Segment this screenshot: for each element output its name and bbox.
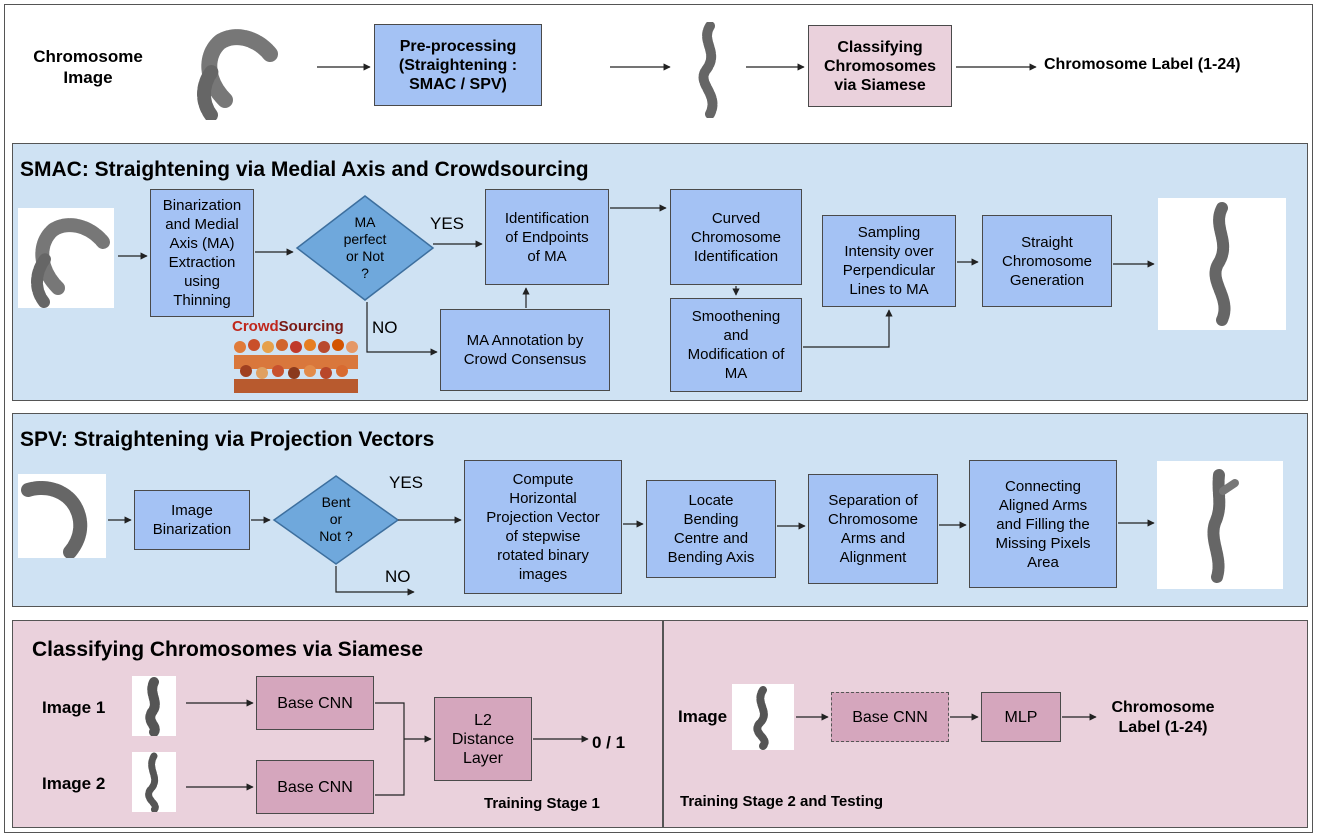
siamese-stage2-label: Training Stage 2 and Testing xyxy=(680,793,884,810)
siamese-image xyxy=(732,684,794,750)
smac-title: SMAC: Straightening via Medial Axis and … xyxy=(20,158,589,181)
spv-no-label: NO xyxy=(385,567,411,586)
smac-no-label: NO xyxy=(372,318,398,337)
smac-straight-box: Straight Chromosome Generation xyxy=(982,215,1112,307)
siamese-mlp-box: MLP xyxy=(981,692,1061,742)
smac-endpoints-box: Identification of Endpoints of MA xyxy=(485,189,609,285)
siamese-image-label: Image xyxy=(678,707,728,726)
spv-projection-box: Compute Horizontal Projection Vector of … xyxy=(464,460,622,594)
spv-input-image xyxy=(18,474,106,559)
siamese-image2-label: Image 2 xyxy=(42,774,106,793)
arrow-spv-no xyxy=(335,566,415,596)
spv-yes-label: YES xyxy=(389,473,424,492)
siamese-stage1-label: Training Stage 1 xyxy=(484,795,600,812)
siamese-divider xyxy=(662,620,664,828)
output-label: Chromosome Label (1-24) xyxy=(1044,56,1241,73)
spv-locate-box: Locate Bending Centre and Bending Axis xyxy=(646,480,776,578)
smac-yes-label: YES xyxy=(430,214,465,233)
smac-curved-box: Curved Chromosome Identification xyxy=(670,189,802,285)
siamese-output-label: 0 / 1 xyxy=(592,733,626,752)
siamese-base-cnn-1: Base CNN xyxy=(256,676,374,730)
siamese-image1 xyxy=(132,676,176,737)
siamese-base-cnn-3: Base CNN xyxy=(831,692,949,742)
input-label: Chromosome Image xyxy=(33,47,143,87)
siamese-chromosome-label: Chromosome Label (1-24) xyxy=(1111,699,1215,736)
smac-decision-diamond xyxy=(295,195,435,301)
chromosome-bent-image xyxy=(197,29,278,120)
arrow-smac-5 xyxy=(803,309,893,348)
smac-binarization-box: Binarization and Medial Axis (MA) Extrac… xyxy=(150,189,254,317)
arrow-smac-no xyxy=(366,302,438,356)
smac-output-image xyxy=(1158,198,1286,330)
siamese-l2-box: L2 Distance Layer xyxy=(434,697,532,781)
spv-decision-diamond xyxy=(272,475,400,565)
spv-output-image xyxy=(1157,461,1283,589)
spv-binarization-box: Image Binarization xyxy=(134,490,250,550)
crowd-logo-a: Crowd xyxy=(232,318,279,335)
preprocessing-box: Pre-processing (Straightening : SMAC / S… xyxy=(374,24,542,106)
spv-connecting-box: Connecting Aligned Arms and Filling the … xyxy=(969,460,1117,588)
smac-sampling-box: Sampling Intensity over Perpendicular Li… xyxy=(822,215,956,307)
spv-separation-box: Separation of Chromosome Arms and Alignm… xyxy=(808,474,938,584)
smac-decision-text: MA perfect or Not ? xyxy=(343,214,387,281)
siamese-title: Classifying Chromosomes via Siamese xyxy=(32,638,423,661)
chromosome-straight-image xyxy=(698,22,718,118)
classifying-box: Classifying Chromosomes via Siamese xyxy=(808,25,952,107)
crowdsourcing-logo: CrowdSourcing xyxy=(232,318,360,396)
siamese-image1-label: Image 1 xyxy=(42,698,106,717)
crowd-logo-b: Sourcing xyxy=(278,318,344,335)
smac-annotation-box: MA Annotation by Crowd Consensus xyxy=(440,309,610,391)
siamese-base-cnn-2: Base CNN xyxy=(256,760,374,814)
siamese-image2 xyxy=(132,752,176,814)
spv-decision-text: Bent or Not ? xyxy=(319,493,353,544)
siamese-panel xyxy=(12,620,1308,828)
smac-input-image xyxy=(18,208,114,308)
spv-title: SPV: Straightening via Projection Vector… xyxy=(20,428,435,451)
diagram-frame xyxy=(4,4,1313,833)
connector-sia-merge-top xyxy=(375,702,405,796)
smac-smoothening-box: Smoothening and Modification of MA xyxy=(670,298,802,392)
